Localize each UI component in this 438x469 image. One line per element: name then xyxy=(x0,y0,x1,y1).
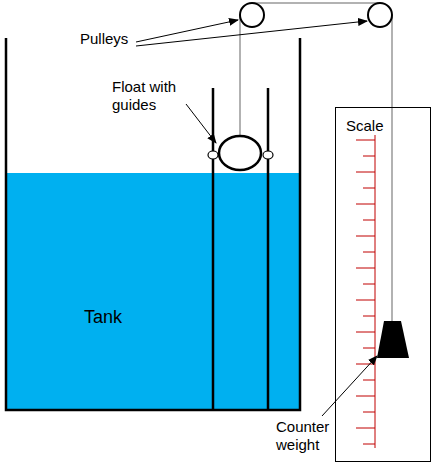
scale-tick xyxy=(356,396,375,397)
rope xyxy=(252,2,380,4)
guide-rod xyxy=(212,88,215,410)
guide-ring xyxy=(208,151,218,159)
pulley xyxy=(368,3,392,27)
part-label: Float with guides xyxy=(112,78,194,114)
scale-tick xyxy=(363,252,375,253)
part-label: Counter weight xyxy=(276,418,356,454)
pulley xyxy=(240,3,264,27)
scale-tick xyxy=(356,172,375,173)
scale-tick xyxy=(363,188,375,189)
tank-wall xyxy=(6,38,300,410)
scale-tick xyxy=(363,220,375,221)
scale-tick xyxy=(363,156,375,157)
guide-rod xyxy=(267,88,270,410)
leader-arrow xyxy=(136,21,367,46)
water xyxy=(6,173,300,410)
scale-tick xyxy=(363,316,375,317)
part-label: Pulleys xyxy=(80,30,150,48)
scale-tick xyxy=(356,300,375,301)
scale-tick xyxy=(363,380,375,381)
scale-tick xyxy=(363,284,375,285)
scale-panel: Scale xyxy=(335,107,431,462)
scale-axis xyxy=(375,135,376,448)
scale-tick xyxy=(356,364,375,365)
leader-arrow xyxy=(186,104,216,143)
guide-ring xyxy=(263,151,273,159)
float xyxy=(219,136,261,170)
scale-tick xyxy=(356,204,375,205)
scale-tick xyxy=(356,140,375,141)
counter-weight xyxy=(377,321,409,358)
scale-tick xyxy=(356,268,375,269)
scale-tick xyxy=(356,236,375,237)
leader-arrow xyxy=(322,356,377,416)
rope xyxy=(239,16,241,135)
scale-tick xyxy=(363,412,375,413)
node-label: Tank xyxy=(84,308,122,326)
scale-ticks xyxy=(356,140,375,444)
scale-tick xyxy=(356,332,375,333)
scale-tick xyxy=(363,444,375,445)
scale-tick xyxy=(356,428,375,429)
leader-arrow xyxy=(136,20,238,42)
node-label: Scale xyxy=(346,117,384,135)
scale-tick xyxy=(363,348,375,349)
rope xyxy=(391,16,393,321)
